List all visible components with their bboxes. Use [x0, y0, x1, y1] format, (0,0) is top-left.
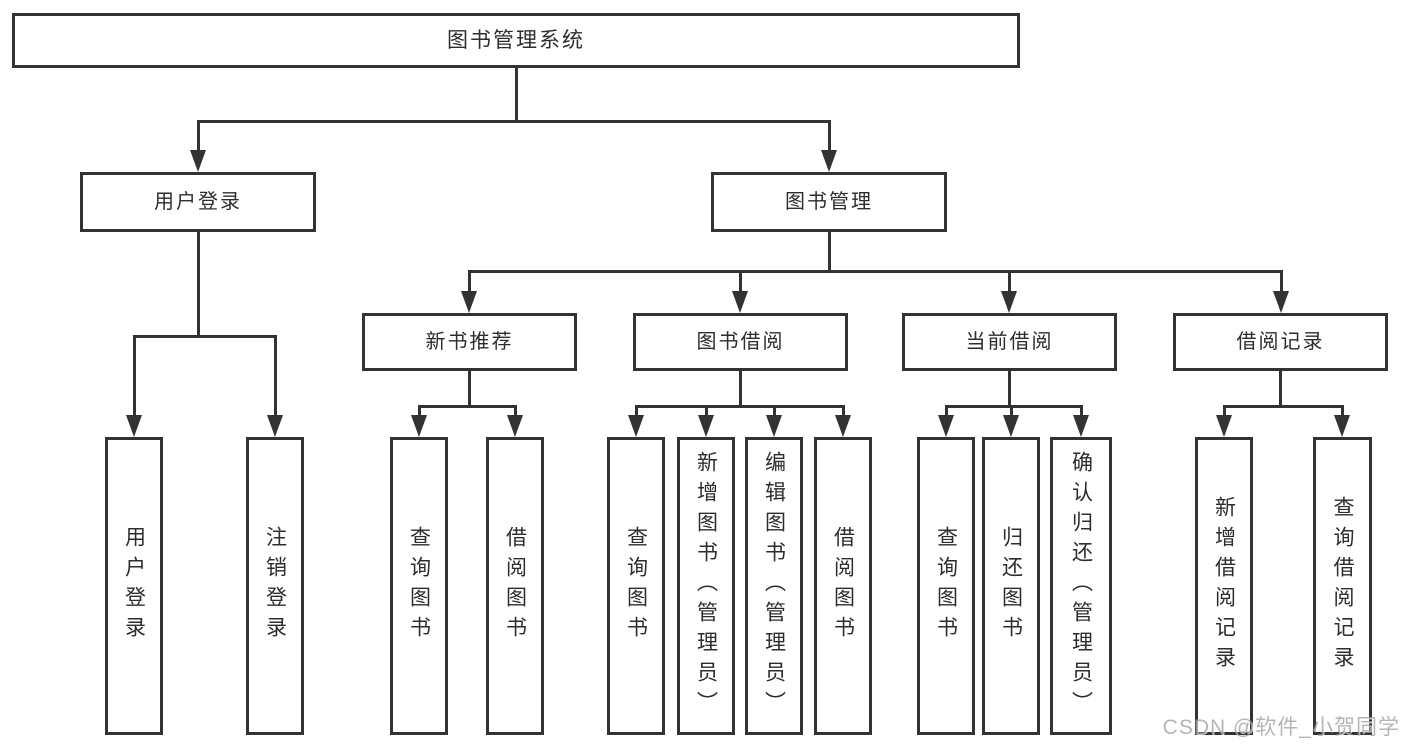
connector-line [634, 404, 845, 408]
arrowhead-icon [766, 415, 782, 437]
arrowhead-icon [1273, 291, 1289, 313]
node-label: 当前借阅 [965, 331, 1054, 353]
arrowhead-icon [821, 150, 837, 172]
connector-line [704, 406, 708, 419]
connector-line [772, 406, 776, 419]
connector-line [827, 121, 831, 154]
node-label: 借阅图书 [503, 526, 528, 646]
node-label: 用户登录 [154, 191, 242, 213]
arrowhead-icon [190, 150, 206, 172]
arrowhead-icon [938, 415, 954, 437]
connector-line [467, 271, 471, 295]
node-label: 注销登录 [263, 526, 288, 646]
node-logout-leaf: 注销登录 [246, 437, 304, 735]
connector-line [1222, 406, 1226, 419]
node-edit-books-admin: 编辑图书（管理员） [745, 437, 803, 735]
node-label: 查询图书 [934, 526, 959, 646]
connector-line [467, 371, 471, 406]
node-query-books-recommend: 查询图书 [390, 437, 448, 735]
arrowhead-icon [1003, 415, 1019, 437]
connector-line [944, 406, 948, 419]
node-current-borrow: 当前借阅 [902, 313, 1117, 371]
node-new-book-recommend: 新书推荐 [362, 313, 577, 371]
node-label: 借阅图书 [831, 526, 856, 646]
node-borrow-books-leaf: 借阅图书 [814, 437, 872, 735]
node-borrow-books-recommend: 借阅图书 [486, 437, 544, 735]
node-label: 确认归还（管理员） [1069, 451, 1094, 721]
connector-line [1009, 406, 1013, 419]
node-user-login-leaf: 用户登录 [105, 437, 163, 735]
connector-line [132, 334, 277, 338]
node-return-books: 归还图书 [982, 437, 1040, 735]
node-add-books-admin: 新增图书（管理员） [677, 437, 735, 735]
arrowhead-icon [1334, 415, 1350, 437]
node-label: 新书推荐 [425, 331, 514, 353]
node-query-borrow-record: 查询借阅记录 [1313, 437, 1372, 735]
connector-line [1278, 371, 1282, 406]
connector-line [417, 406, 421, 419]
watermark: CSDN @软件_小贺同学 [1162, 716, 1400, 739]
node-label: 编辑图书（管理员） [762, 451, 787, 721]
connector-line [273, 336, 277, 419]
connector-line [1279, 271, 1283, 295]
arrowhead-icon [628, 415, 644, 437]
connector-line [514, 68, 518, 121]
connector-line [132, 336, 136, 419]
arrowhead-icon [126, 415, 142, 437]
node-label: 图书借阅 [696, 331, 785, 353]
node-book-borrow: 图书借阅 [633, 313, 848, 371]
node-label: 新增借阅记录 [1212, 496, 1237, 676]
arrowhead-icon [1073, 415, 1089, 437]
node-label: 查询图书 [407, 526, 432, 646]
node-label: 图书管理系统 [447, 28, 585, 52]
node-label: 新增图书（管理员） [694, 451, 719, 721]
connector-line [1079, 406, 1083, 419]
arrowhead-icon [461, 291, 477, 313]
connector-line [827, 232, 831, 271]
arrowhead-icon [267, 415, 283, 437]
connector-line [841, 406, 845, 419]
arrowhead-icon [1216, 415, 1232, 437]
connector-line [634, 406, 638, 419]
arrowhead-icon [411, 415, 427, 437]
connector-line [1007, 271, 1011, 295]
connector-line [467, 269, 1283, 273]
connector-line [738, 271, 742, 295]
node-add-borrow-record: 新增借阅记录 [1195, 437, 1253, 735]
connector-line [944, 404, 1083, 408]
node-book-management: 图书管理 [711, 172, 947, 232]
node-confirm-return-admin: 确认归还（管理员） [1050, 437, 1112, 735]
connector-line [196, 232, 200, 336]
arrowhead-icon [732, 291, 748, 313]
arrowhead-icon [507, 415, 523, 437]
connector-line [513, 406, 517, 419]
node-label: 用户登录 [122, 526, 147, 646]
arrowhead-icon [835, 415, 851, 437]
node-label: 查询借阅记录 [1331, 496, 1355, 676]
connector-line [196, 119, 831, 123]
connector-line [738, 371, 742, 406]
node-root: 图书管理系统 [12, 13, 1020, 68]
node-query-books-borrow: 查询图书 [607, 437, 665, 735]
node-query-books-current: 查询图书 [917, 437, 975, 735]
arrowhead-icon [1001, 291, 1017, 313]
connector-line [1222, 404, 1344, 408]
connector-line [1340, 406, 1344, 419]
arrowhead-icon [698, 415, 714, 437]
connector-line [417, 404, 517, 408]
node-user-login: 用户登录 [80, 172, 316, 232]
node-label: 图书管理 [785, 191, 873, 213]
connector-line [1007, 371, 1011, 406]
node-label: 归还图书 [999, 526, 1024, 646]
node-borrow-records: 借阅记录 [1173, 313, 1388, 371]
connector-line [196, 121, 200, 154]
node-label: 借阅记录 [1236, 331, 1325, 353]
node-label: 查询图书 [624, 526, 649, 646]
